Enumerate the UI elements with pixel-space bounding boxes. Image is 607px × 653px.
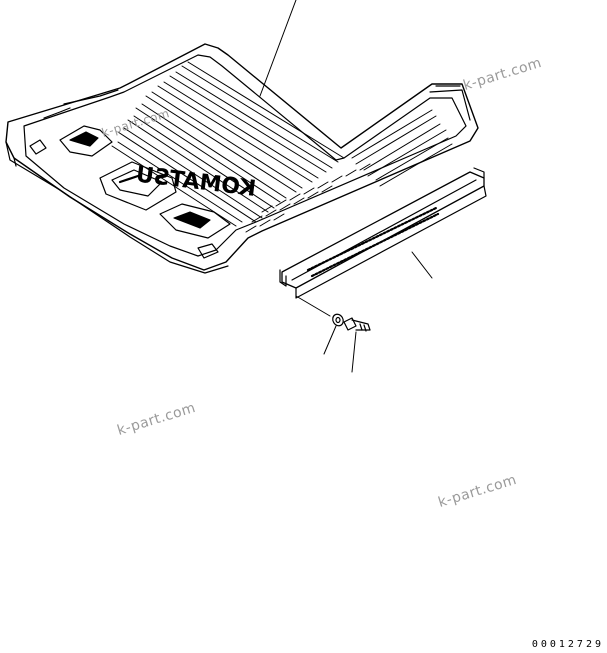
brand-logo: KOMATSU <box>134 162 257 202</box>
bolt <box>343 317 371 332</box>
cover-strip <box>279 167 487 299</box>
leader-lines <box>259 0 433 373</box>
drawing-number: 00012729 <box>531 639 604 650</box>
washer <box>332 313 344 327</box>
